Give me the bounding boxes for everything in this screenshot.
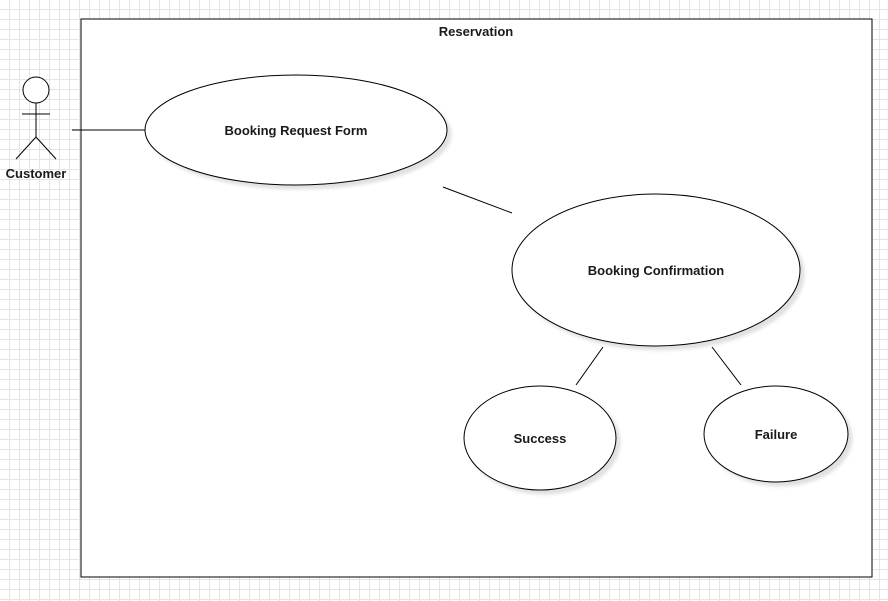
actor-head xyxy=(22,76,50,104)
system-title: Reservation xyxy=(439,24,513,39)
use-case-booking-confirmation-label: Booking Confirmation xyxy=(588,263,725,278)
use-case-failure-label: Failure xyxy=(755,427,798,442)
use-case-success-label: Success xyxy=(514,431,567,446)
actor-customer[interactable] xyxy=(15,76,57,160)
use-case-booking-request-label: Booking Request Form xyxy=(224,123,367,138)
association-confirmation-failure[interactable] xyxy=(711,346,742,386)
use-case-failure[interactable]: Failure xyxy=(703,385,849,483)
actor-label: Customer xyxy=(6,166,67,181)
use-case-booking-confirmation[interactable]: Booking Confirmation xyxy=(511,193,801,347)
actor-right-leg xyxy=(35,136,57,160)
association-request-confirmation[interactable] xyxy=(442,186,513,214)
use-case-booking-request[interactable]: Booking Request Form xyxy=(144,74,448,186)
actor-left-leg xyxy=(15,136,37,160)
association-confirmation-success[interactable] xyxy=(575,346,604,386)
use-case-success[interactable]: Success xyxy=(463,385,617,491)
